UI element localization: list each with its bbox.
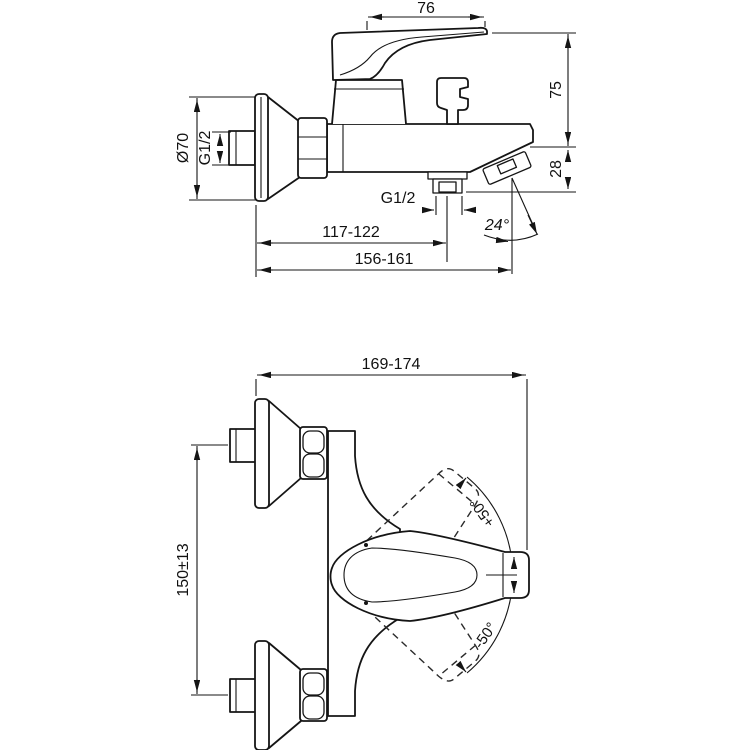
handle-swung-down-outline	[348, 542, 480, 682]
dim-label-minus50: -50°	[471, 619, 501, 651]
faucet-front-view: 169-174 150±13 +50° -50°	[175, 356, 530, 750]
lever-handle-front	[329, 530, 530, 622]
dim-wall-to-outlet: 117-122	[255, 205, 446, 277]
dim-label-76: 76	[417, 0, 435, 17]
dim-label-156-161: 156-161	[355, 251, 414, 268]
handle-pivot-dot-top	[364, 543, 368, 547]
dim-label-plus50: +50°	[467, 495, 499, 531]
handle-tip-marker	[486, 557, 518, 593]
dim-inlet-centres: 150±13	[175, 444, 228, 696]
spout-aerator	[482, 151, 532, 185]
wall-escutcheon-bottom	[229, 640, 328, 750]
dim-heights: 75 28	[466, 32, 576, 193]
lever-handle-side	[331, 26, 488, 81]
dim-escutcheon-diameter: Ø70	[175, 96, 256, 201]
dim-label-28: 28	[548, 160, 565, 178]
dim-overall-width: 169-174	[255, 356, 528, 550]
dim-inlet-thread: G1/2	[197, 131, 231, 166]
dim-label-117-122: 117-122	[322, 224, 380, 241]
dim-outlet-thread: G1/2	[381, 190, 476, 262]
cartridge-neck	[331, 79, 407, 125]
dim-spout-angle: 24°	[483, 177, 539, 274]
dim-handle-width: 76	[366, 0, 486, 30]
faucet-side-view: 76 75 28 Ø70	[175, 0, 576, 277]
dim-label-dia70: Ø70	[175, 133, 192, 163]
dim-label-g12-outlet: G1/2	[381, 190, 416, 207]
wall-escutcheon-side	[228, 93, 328, 202]
shower-outlet	[427, 171, 468, 194]
dim-label-169-174: 169-174	[362, 356, 421, 373]
handle-swung-up-outline	[348, 467, 480, 608]
handle-pivot-dot-bottom	[364, 601, 368, 605]
dim-label-g12-inlet: G1/2	[197, 131, 214, 166]
diverter-knob	[436, 77, 469, 125]
dim-label-150pm13: 150±13	[175, 543, 192, 596]
dim-wall-to-spout: 156-161	[257, 251, 511, 274]
dim-label-24deg: 24°	[484, 217, 510, 234]
dim-label-75: 75	[548, 81, 565, 99]
wall-escutcheon-top	[229, 398, 328, 509]
